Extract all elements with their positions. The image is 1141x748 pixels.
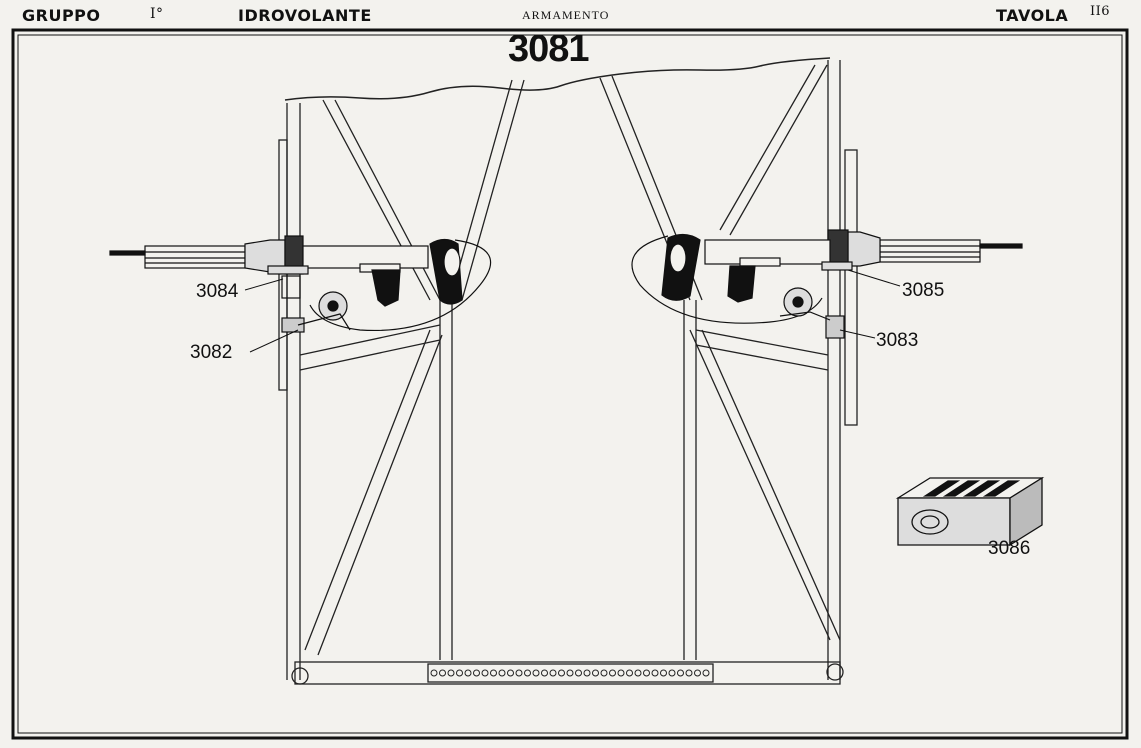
- rail-hole: [447, 669, 455, 677]
- rail-hole: [600, 669, 608, 677]
- rail-hole: [685, 669, 693, 677]
- fuselage-break-line: [284, 57, 831, 101]
- rail-hole: [481, 669, 489, 677]
- rail-hole: [507, 669, 514, 677]
- rail-hole: [668, 669, 676, 677]
- header-aircraft-type: IDROVOLANTE: [238, 6, 372, 25]
- callout-leaders: [244, 269, 901, 353]
- main-drawing-number: 3081: [508, 28, 590, 70]
- rail-hole: [549, 669, 557, 677]
- header-tavola-label: TAVOLA: [996, 6, 1069, 25]
- rail-hole: [694, 669, 701, 677]
- rail-hole: [677, 669, 684, 677]
- rail-hole: [660, 669, 667, 677]
- rail-hole: [651, 669, 659, 677]
- page-frame: [11, 28, 1129, 740]
- rail-hole: [430, 669, 438, 677]
- rail-hole: [524, 669, 531, 677]
- right-frame-structure: [599, 60, 858, 680]
- rail-hole: [541, 669, 548, 677]
- rail-hole: [439, 669, 446, 677]
- rail-hole: [575, 669, 582, 677]
- rail-hole: [456, 669, 463, 677]
- callout-3085: 3085: [902, 280, 945, 301]
- rail-hole: [532, 669, 540, 677]
- callout-3083: 3083: [876, 330, 919, 351]
- page-inner-frame: [17, 34, 1123, 734]
- rail-hole: [558, 669, 565, 677]
- bottom-rail: [294, 661, 841, 685]
- rail-hole: [515, 669, 523, 677]
- rail-hole: [490, 669, 497, 677]
- rail-hole: [464, 669, 472, 677]
- rail-hole: [702, 669, 710, 677]
- rail-hole: [473, 669, 480, 677]
- rail-hole: [566, 669, 574, 677]
- header-gruppo-number: I°: [150, 6, 164, 22]
- header-tavola-number: II6: [1090, 4, 1111, 19]
- ammunition-box: [895, 476, 1045, 547]
- rail-hole: [643, 669, 650, 677]
- rail-hole: [617, 669, 625, 677]
- right-machine-gun: [631, 229, 1023, 339]
- header-gruppo-label: GRUPPO: [22, 6, 101, 25]
- rail-holes: [430, 669, 710, 677]
- rail-hole: [609, 669, 616, 677]
- rail-hole: [626, 669, 633, 677]
- header-category: ARMAMENTO: [522, 8, 610, 22]
- rail-hole: [634, 669, 642, 677]
- rail-hole: [583, 669, 591, 677]
- callout-3084: 3084: [196, 281, 239, 302]
- left-frame-structure: [278, 79, 525, 680]
- rail-hole: [592, 669, 599, 677]
- left-machine-gun: [109, 235, 491, 333]
- callout-3086: 3086: [988, 538, 1031, 559]
- rail-hole: [498, 669, 506, 677]
- callout-3082: 3082: [190, 342, 233, 363]
